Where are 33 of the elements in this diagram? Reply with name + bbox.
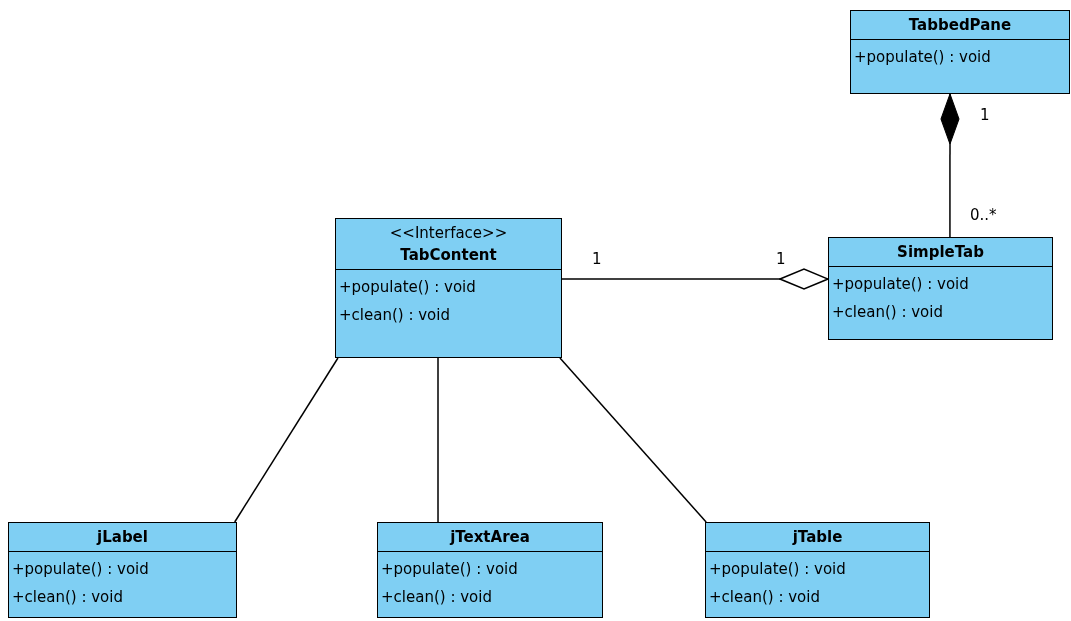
class-name: jTable bbox=[792, 527, 843, 548]
class-box bbox=[377, 522, 603, 618]
multiplicity-label: 1 bbox=[776, 249, 786, 270]
composition-line bbox=[940, 93, 960, 238]
multiplicity-label: 1 bbox=[980, 105, 990, 126]
class-name: TabContent bbox=[400, 245, 497, 266]
method-text: +populate() : void bbox=[709, 559, 847, 580]
multiplicity-label: 1 bbox=[592, 249, 602, 270]
class-box bbox=[705, 522, 930, 618]
method-text: +populate() : void bbox=[339, 277, 477, 298]
multiplicity-label: 0..* bbox=[970, 205, 997, 226]
association-line bbox=[559, 357, 707, 523]
method-text: +populate() : void bbox=[381, 559, 519, 580]
class-box bbox=[335, 218, 562, 358]
method-text: +clean() : void bbox=[709, 587, 821, 608]
method-text: +clean() : void bbox=[832, 302, 944, 323]
method-text: +populate() : void bbox=[12, 559, 150, 580]
class-name: jTextArea bbox=[450, 527, 530, 548]
aggregation-line bbox=[561, 268, 829, 290]
class-box bbox=[850, 10, 1070, 94]
method-text: +clean() : void bbox=[339, 305, 451, 326]
class-box bbox=[8, 522, 237, 618]
class-box bbox=[828, 237, 1053, 340]
association-line bbox=[233, 357, 339, 523]
method-text: +clean() : void bbox=[12, 587, 124, 608]
stereotype-label: <<Interface>> bbox=[389, 223, 508, 244]
class-name: jLabel bbox=[97, 527, 148, 548]
method-text: +populate() : void bbox=[832, 274, 970, 295]
class-name: SimpleTab bbox=[897, 242, 984, 263]
class-name: TabbedPane bbox=[908, 15, 1012, 36]
association-line bbox=[437, 357, 439, 523]
method-text: +clean() : void bbox=[381, 587, 493, 608]
method-text: +populate() : void bbox=[854, 47, 992, 68]
